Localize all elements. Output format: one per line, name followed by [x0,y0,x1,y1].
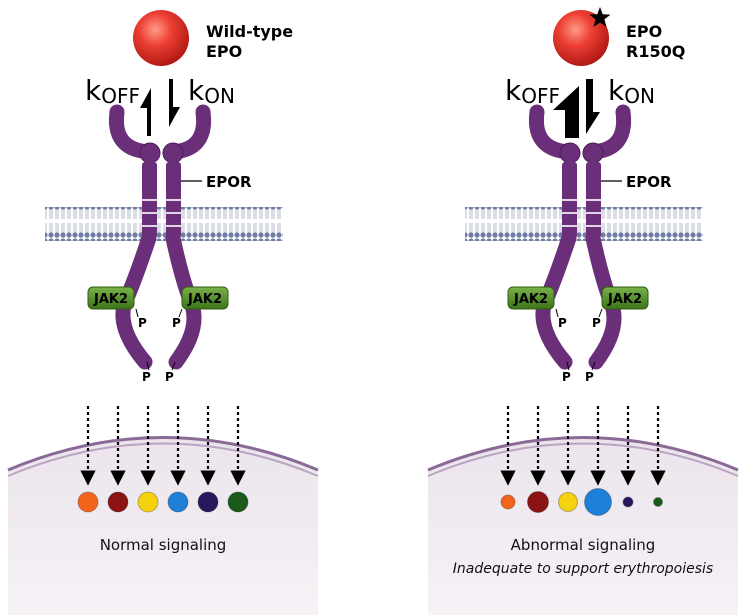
receptor-left-joint [559,142,581,164]
signal-dot [500,494,516,510]
signal-dot [227,491,249,513]
signal-dot [622,496,634,508]
binding-arrows [553,79,600,138]
epo-ligand [133,10,189,66]
phospho-left-tail-line [146,361,150,371]
cell-membrane [465,207,703,241]
binding-arrows [140,79,180,136]
koff-label: kOFF [505,74,560,108]
phospho-left-tail: P [142,370,151,384]
signal-dot [107,491,129,513]
koff-arrow [140,88,151,136]
nucleus-inner-membrane [427,442,739,477]
jak2-right-box [601,286,649,310]
signaling-subcaption: Inadequate to support erythropoiesis [453,561,713,577]
mutation-star-icon [589,7,611,27]
ligand-label-line1: EPO [626,22,662,41]
phospho-right-tail: P [585,370,594,384]
phospho-right-tail: P [165,370,174,384]
jak2-right: JAK2 [601,286,649,310]
signal-dot [77,491,99,513]
signal-dot [137,491,159,513]
phospho-right-jak: P [592,316,601,330]
phospho-right-jak: P [172,316,181,330]
ligand-label-line1: Wild-type [206,22,293,41]
nucleus [7,436,319,615]
koff-subscript: OFF [521,84,560,108]
signal-dot [167,491,189,513]
jak2-right-label: JAK2 [187,292,222,307]
jak2-right-box [181,286,229,310]
jak2-left-label: JAK2 [513,292,548,307]
cell-membrane [45,207,283,241]
phospho-left-jak: P [138,316,147,330]
phospho-left-tail-line [566,361,570,371]
signaling-caption: Abnormal signaling [511,536,656,554]
signal-dot [527,491,549,513]
kon-label: kON [608,74,655,108]
ligand-label-line2: EPO [206,42,242,61]
phospho-left-tail: P [562,370,571,384]
phospho-right-jak-line [178,308,183,318]
kon-subscript: ON [624,84,655,108]
lipid-bilayer [465,207,703,241]
signal-dot [584,488,612,516]
kon-arrow [586,79,600,134]
epor-receptor [108,104,212,370]
koff-arrow [553,86,579,138]
signal-arrows [500,406,666,516]
epor-label: EPOR [626,173,672,191]
kon-arrow [169,79,180,127]
nucleus [427,436,739,615]
phospho-right-jak-line [598,308,603,318]
receptor-right-joint [162,142,184,164]
nucleus-inner-membrane [7,442,319,477]
nucleus-body [8,437,318,615]
jak2-left: JAK2 [507,286,555,310]
signal-arrows [77,406,249,513]
nucleus-outer-membrane [7,436,319,472]
phospho-left-jak-line [555,308,559,318]
kon-label: kON [188,74,235,108]
jak2-left-box [87,286,135,310]
ligand-label-line2: R150Q [626,42,685,61]
phospho-right-tail-line [591,361,596,371]
kon-subscript: ON [204,84,235,108]
jak2-left: JAK2 [87,286,135,310]
signal-dot [653,497,663,507]
phospho-right-tail-line [171,361,176,371]
jak2-left-box [507,286,555,310]
receptor-right-joint [582,142,604,164]
epor-label: EPOR [206,173,252,191]
lipid-bilayer [45,207,283,241]
koff-subscript: OFF [101,84,140,108]
jak2-right-label: JAK2 [607,292,642,307]
phospho-left-jak: P [558,316,567,330]
koff-label: kOFF [85,74,140,108]
jak2-left-label: JAK2 [93,292,128,307]
signal-dot [558,492,578,512]
signal-dot [197,491,219,513]
jak2-right: JAK2 [181,286,229,310]
phospho-left-jak-line [135,308,139,318]
nucleus-body [428,437,738,615]
nucleus-outer-membrane [427,436,739,472]
signaling-caption: Normal signaling [100,536,227,554]
receptor-left-joint [139,142,161,164]
